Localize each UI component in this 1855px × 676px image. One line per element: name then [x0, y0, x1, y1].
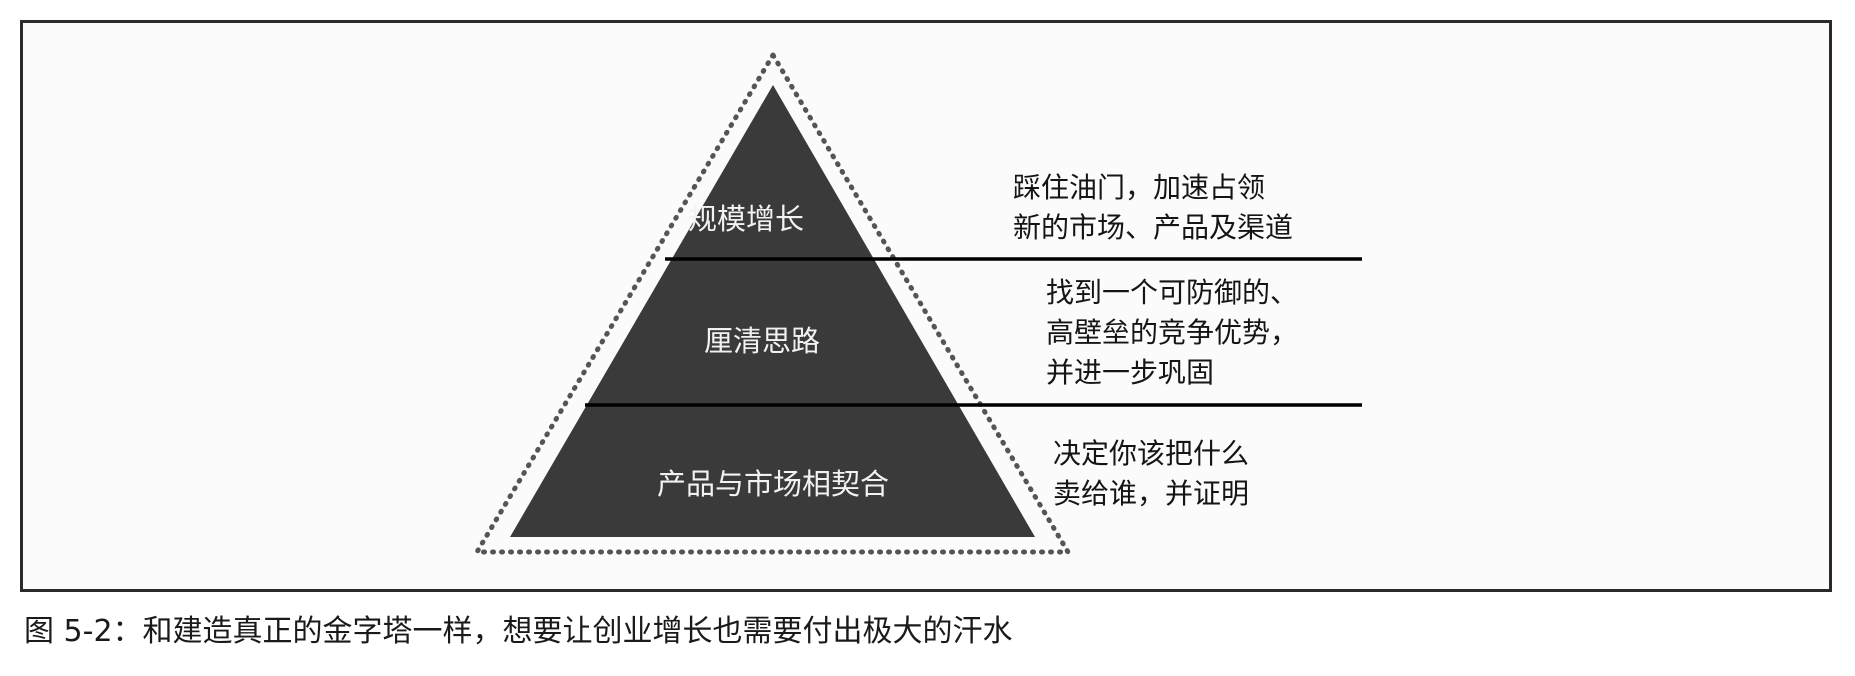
tier-label-product-market-fit: 产品与市场相契合: [657, 467, 889, 501]
annotation-line: 高壁垒的竞争优势，: [1046, 316, 1299, 349]
pyramid-body: [510, 85, 1035, 537]
tier-label-clarify-thinking: 厘清思路: [704, 324, 820, 358]
annotation-line: 卖给谁，并证明: [1053, 477, 1250, 510]
annotation-line: 踩住油门，加速占领: [1013, 171, 1266, 204]
annotation-line: 新的市场、产品及渠道: [1013, 211, 1294, 244]
tier-label-scale-growth: 规模增长: [688, 202, 804, 236]
annotation-line: 决定你该把什么: [1053, 437, 1250, 470]
annotation-line: 找到一个可防御的、: [1046, 276, 1299, 309]
pyramid-dotted-outline: [472, 50, 1073, 555]
figure-caption: 图 5-2：和建造真正的金字塔一样，想要让创业增长也需要付出极大的汗水: [24, 614, 1013, 649]
annotation-line: 并进一步巩固: [1046, 356, 1215, 389]
annotation-product-market-fit: 决定你该把什么 卖给谁，并证明: [1053, 434, 1249, 514]
annotation-clarify-thinking: 找到一个可防御的、 高壁垒的竞争优势， 并进一步巩固: [1046, 273, 1298, 393]
annotation-scale-growth: 踩住油门，加速占领 新的市场、产品及渠道: [1013, 168, 1293, 248]
